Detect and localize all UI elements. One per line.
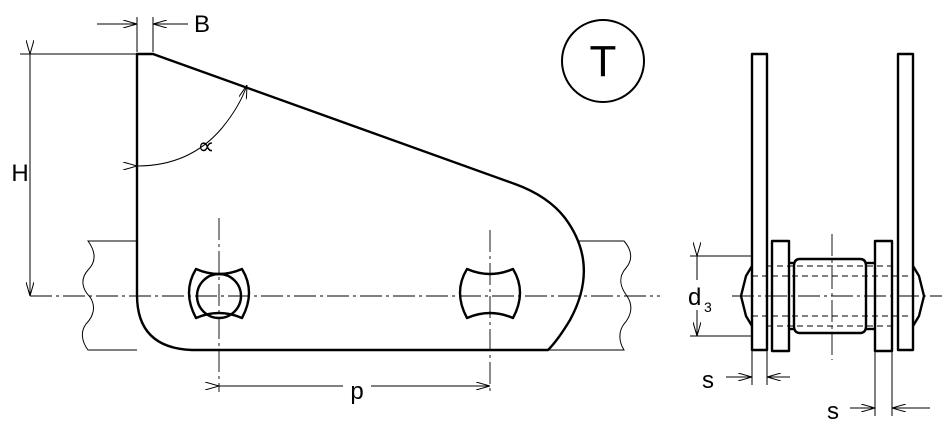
p-label-gap bbox=[343, 374, 371, 398]
diameter-label: d bbox=[688, 284, 701, 311]
outer-plate-right bbox=[896, 52, 915, 352]
pitch-label: p bbox=[350, 378, 363, 405]
bushing bbox=[792, 257, 868, 335]
slot-left bbox=[187, 267, 251, 320]
angle-label: ∝ bbox=[197, 133, 214, 160]
type-symbol: T bbox=[561, 19, 645, 103]
thickness-label-inner: s bbox=[827, 398, 839, 425]
chain-link-side-view: H B ∝ p bbox=[11, 11, 660, 405]
d3-label-gap bbox=[686, 280, 716, 310]
pin-hole-left bbox=[195, 272, 243, 320]
chain-front-view: d 3 s s bbox=[686, 52, 942, 425]
diameter-subscript: 3 bbox=[704, 299, 712, 315]
outer-plate-left bbox=[750, 52, 769, 352]
type-circle bbox=[561, 19, 645, 103]
chain-break-left bbox=[81, 240, 137, 351]
height-label: H bbox=[11, 160, 28, 187]
slot-right bbox=[458, 267, 522, 320]
type-label: T bbox=[590, 37, 617, 86]
width-label: B bbox=[194, 11, 210, 38]
angle-arc bbox=[137, 85, 247, 166]
attachment-plate-outline bbox=[135, 52, 586, 352]
thickness-label-outer: s bbox=[702, 367, 714, 394]
